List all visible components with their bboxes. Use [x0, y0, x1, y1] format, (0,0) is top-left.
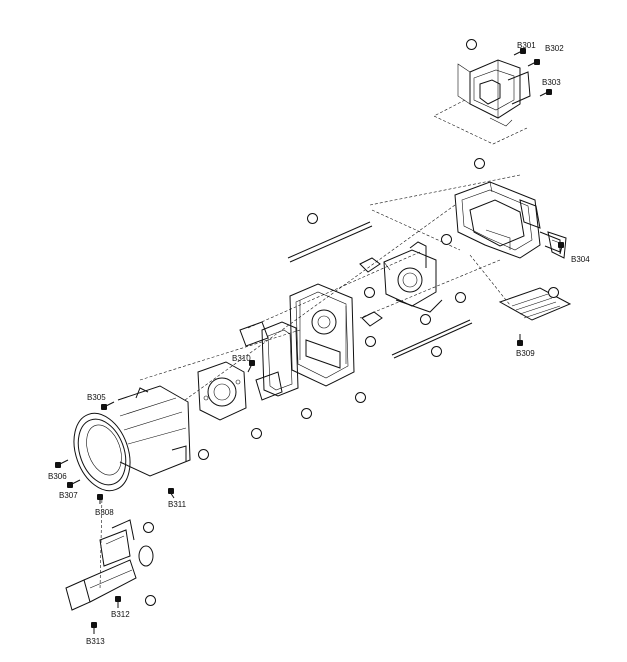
callout-circle: [355, 392, 366, 403]
label-b311: B311: [168, 500, 187, 509]
callout-circle: [420, 314, 431, 325]
part-303-shaft: [287, 221, 373, 263]
label-b312: B312: [111, 610, 130, 619]
label-b305: B305: [87, 393, 106, 402]
callout-circle: [364, 287, 375, 298]
label-b306: B306: [48, 472, 67, 481]
part-314-plate: [498, 287, 572, 321]
callout-circle: [365, 336, 376, 347]
label-b313: B313: [86, 637, 105, 646]
label-b308: B308: [95, 508, 114, 517]
callout-circle: [441, 234, 452, 245]
label-b310: B310: [232, 354, 251, 363]
screws: [55, 48, 564, 634]
callout-circle: [466, 39, 477, 50]
part-bottom-assembly: [65, 519, 154, 611]
label-b307: B307: [59, 491, 78, 500]
part-305-carriage: [383, 241, 443, 313]
callout-circle: [474, 158, 485, 169]
part-312-ring-plate: [197, 361, 247, 421]
part-307-shaft: [391, 319, 473, 359]
callout-circle: [455, 292, 466, 303]
assembly-guide-lines: [99, 99, 528, 591]
part-313-lens-barrel: [73, 385, 191, 492]
label-b303: B303: [542, 78, 561, 87]
label-b302: B302: [545, 44, 564, 53]
label-b301: B301: [517, 41, 536, 50]
part-clips: [359, 257, 383, 327]
callout-circle: [301, 408, 312, 419]
callout-circle: [145, 595, 156, 606]
part-311-bracket: [239, 321, 299, 401]
part-310-assembly: [289, 283, 355, 387]
callout-circle: [431, 346, 442, 357]
part-301-housing: [457, 59, 531, 127]
callout-circle: [548, 287, 559, 298]
callout-circle: [307, 213, 318, 224]
callout-circle: [198, 449, 209, 460]
callout-circle: [251, 428, 262, 439]
label-b309: B309: [516, 349, 535, 358]
callout-circle: [143, 522, 154, 533]
label-b304: B304: [571, 255, 590, 264]
part-302-main-body: [454, 181, 561, 259]
